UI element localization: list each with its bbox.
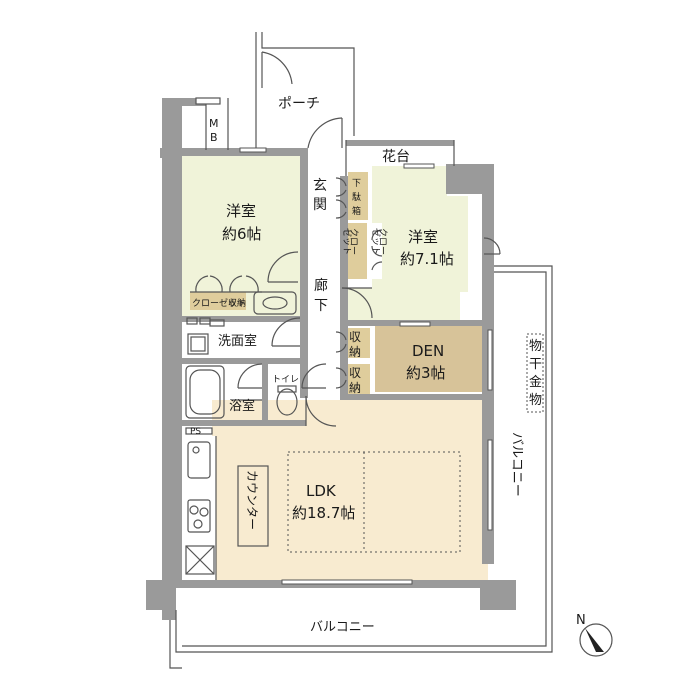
drying-rack-label-4: 物 xyxy=(529,393,542,408)
storage1-label-1: 収 xyxy=(349,330,361,344)
shoebox-fill xyxy=(348,172,368,220)
shoebox-doors xyxy=(335,177,383,271)
windows xyxy=(239,147,493,585)
storage2-fill xyxy=(344,364,370,394)
bath-fixtures xyxy=(185,291,298,419)
den-size: 約3帖 xyxy=(406,364,446,382)
porch-label: ポーチ xyxy=(278,96,320,112)
compass-needle-icon xyxy=(585,628,604,652)
bedroom-6-doors xyxy=(190,251,299,293)
closet-left-label-2: ゼット xyxy=(341,228,353,255)
washroom-label: 洗面室 xyxy=(218,333,257,349)
den-name: DEN xyxy=(412,342,444,360)
porch-door xyxy=(261,51,293,88)
closet-left-label-1: クロー xyxy=(348,228,359,255)
bedroom-6-size: 約6帖 xyxy=(222,225,262,243)
compass-label: N xyxy=(576,613,586,628)
compass: N xyxy=(576,613,613,657)
mb-label-bottom: B xyxy=(210,131,218,144)
bath-label: 浴室 xyxy=(229,398,255,414)
counter-label: カウンター xyxy=(245,470,259,530)
shoebox-label-3: 箱 xyxy=(352,205,361,217)
den-fill xyxy=(375,326,485,392)
ldk-size: 約18.7帖 xyxy=(292,504,355,522)
shoebox-label-2: 駄 xyxy=(352,191,361,203)
closet-right-label-1: クロー xyxy=(377,228,388,255)
entrance-door xyxy=(307,117,343,149)
bedroom-7-fill xyxy=(342,166,468,320)
ldk-name: LDK xyxy=(306,482,337,500)
storage2-label-1: 収 xyxy=(349,366,361,380)
closet-storage-label-1: クローゼット xyxy=(192,297,246,309)
bedroom-7-door xyxy=(341,237,501,319)
entrance-label-1: 玄 xyxy=(313,177,327,194)
storage2-label-2: 納 xyxy=(349,381,361,395)
closet-right-label-2: ゼット xyxy=(370,228,382,255)
balcony-bottom-label: バルコニー xyxy=(310,620,375,635)
balcony-side-label: バルコニー xyxy=(509,432,524,497)
bedroom-7-name: 洋室 xyxy=(408,228,438,246)
drying-rack-box xyxy=(526,333,544,413)
flowerbed-label: 花台 xyxy=(382,149,410,165)
ps-label: PS xyxy=(190,427,201,437)
drying-rack-label-3: 金 xyxy=(529,374,542,390)
storage1-fill xyxy=(344,328,370,358)
kitchen-fixtures xyxy=(185,427,269,580)
hall-label-2: 下 xyxy=(314,298,328,314)
entrance-label-2: 関 xyxy=(313,197,327,213)
outer-lines xyxy=(169,32,553,669)
ldk-dotted-area xyxy=(287,451,461,553)
toilet-label: トイレ xyxy=(272,375,299,385)
drying-rack-label-2: 干 xyxy=(529,357,542,372)
shoebox-label-1: 下 xyxy=(352,179,361,189)
drying-rack-label-1: 物 xyxy=(529,339,542,354)
closet-storage-label-2: 収納 xyxy=(228,297,246,309)
hall-doors xyxy=(237,317,347,427)
hall-label-1: 廊 xyxy=(314,277,328,294)
storage1-label-2: 納 xyxy=(349,345,361,359)
bedroom-7-size: 約7.1帖 xyxy=(400,250,454,268)
bedroom-6-fill xyxy=(182,156,300,316)
closet-right-fill xyxy=(368,223,382,279)
bedroom-6-name: 洋室 xyxy=(226,202,256,220)
closet-storage-fill xyxy=(190,292,246,310)
mb-label-top: M xyxy=(209,117,219,130)
